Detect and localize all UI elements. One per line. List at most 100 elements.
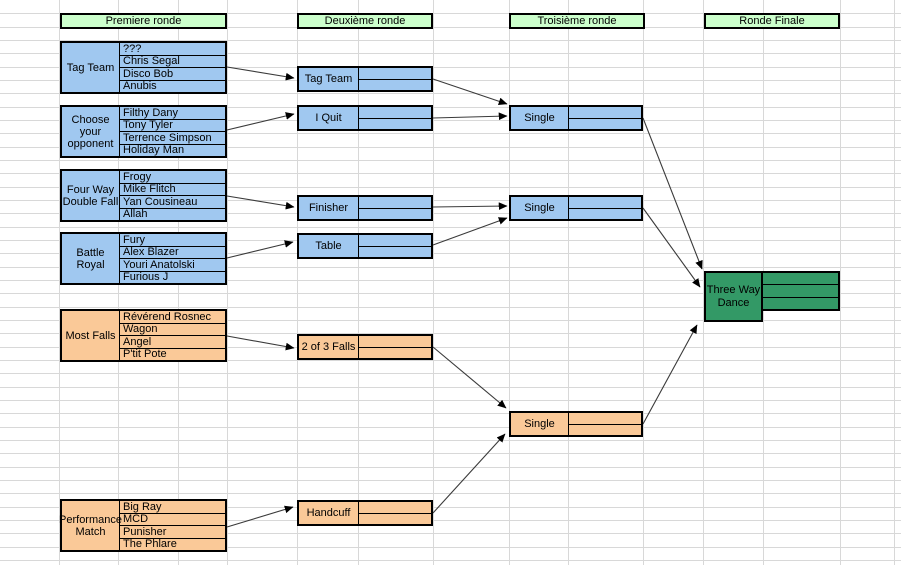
connector-arrow [642,207,701,288]
connector-arrow [226,335,295,351]
participant-cell[interactable]: Furious J [120,270,225,283]
round3-match-single-2[interactable]: Single [509,195,643,221]
header-deuxieme-ronde[interactable]: Deuxième ronde [297,13,433,29]
round1-match-choose-your-opponent[interactable]: Choose your opponent Filthy Dany Tony Ty… [60,105,227,158]
participant-cell[interactable]: Allah [120,207,225,220]
match-type-cell[interactable]: Most Falls [62,311,120,360]
match-type-cell[interactable]: Single [511,197,569,219]
round1-match-four-way-double-fall[interactable]: Four Way Double Fall Frogy Mike Flitch Y… [60,169,227,222]
participant-cell[interactable]: Big Ray [123,501,162,513]
winner-slot-cell[interactable] [763,296,838,309]
winner-slot-cell[interactable] [359,235,431,246]
final-match-three-way-dance[interactable]: Three Way Dance [704,271,763,322]
participant-cell[interactable]: Frogy [123,171,152,183]
round2-match-table[interactable]: Table [297,233,433,259]
participant-cell[interactable]: P'tit Pote [120,347,225,360]
winner-slot-cell[interactable] [359,107,431,118]
participant-cell[interactable]: Youri Anatolski [120,258,225,271]
round3-match-single-3[interactable]: Single [509,411,643,437]
participant-cell[interactable]: Wagon [120,322,225,335]
match-type-cell[interactable]: Tag Team [299,68,359,90]
connector-arrow [432,78,508,106]
winner-slot-cell[interactable] [763,284,838,296]
participant-cell[interactable]: Filthy Dany [123,107,179,119]
participant-cell[interactable]: MCD [120,512,225,525]
match-type-cell[interactable]: I Quit [299,107,359,129]
round2-match-handcuff[interactable]: Handcuff [297,500,433,526]
winner-slot-cell[interactable] [359,207,431,220]
match-type-cell[interactable]: Choose your opponent [62,107,120,156]
match-type-cell[interactable]: Four Way Double Fall [62,171,120,220]
gridline [643,0,644,565]
match-type-cell[interactable]: Finisher [299,197,359,219]
header-ronde-finale[interactable]: Ronde Finale [704,13,840,29]
participant-cell[interactable]: Terrence Simpson [120,131,225,144]
winner-slot-cell[interactable] [569,197,641,208]
round3-match-single-1[interactable]: Single [509,105,643,131]
round1-match-most-falls[interactable]: Most Falls Révérend Rosnec Wagon Angel P… [60,309,227,362]
match-type-cell[interactable]: Handcuff [299,502,359,524]
winner-slot-cell[interactable] [569,207,641,220]
connector-arrow [226,505,294,528]
winner-slot-cell[interactable] [359,346,431,359]
winner-slot-cell[interactable] [569,413,641,424]
participant-cell[interactable]: Disco Bob [120,67,225,80]
winner-slot-cell[interactable] [569,117,641,130]
round1-match-battle-royal[interactable]: Battle Royal Fury Alex Blazer Youri Anat… [60,232,227,285]
connector-arrow [642,324,698,425]
gridline [0,80,901,81]
winner-slot-cell[interactable] [359,78,431,91]
participant-cell[interactable]: Alex Blazer [120,245,225,258]
gridline [358,0,359,565]
round2-match-tag-team[interactable]: Tag Team [297,66,433,92]
winner-slot-cell[interactable] [359,512,431,525]
header-premiere-ronde[interactable]: Premiere ronde [60,13,227,29]
winner-slot-cell[interactable] [359,68,431,79]
round2-match-2-of-3-falls[interactable]: 2 of 3 Falls [297,334,433,360]
gridline [0,187,901,188]
gridline [227,0,228,565]
round1-match-performance-match[interactable]: Performance Match Big Ray MCD Punisher T… [59,499,227,552]
participant-cell[interactable]: Mike Flitch [120,182,225,195]
participant-cell[interactable]: Fury [123,234,145,246]
match-type-cell[interactable]: Single [511,107,569,129]
participant-cell[interactable]: Punisher [120,525,225,538]
header-troisieme-ronde[interactable]: Troisième ronde [509,13,645,29]
header-label: Premiere ronde [105,15,182,27]
winner-slot-cell[interactable] [359,117,431,130]
match-type-cell[interactable]: 2 of 3 Falls [299,336,359,358]
connector-arrow [226,112,295,131]
gridline [0,347,901,348]
round1-match-tag-team[interactable]: Tag Team ??? Chris Segal Disco Bob Anubi… [60,41,227,94]
participant-cell[interactable]: Tony Tyler [120,118,225,131]
participant-cell[interactable]: Révérend Rosnec [123,311,212,323]
round2-match-finisher[interactable]: Finisher [297,195,433,221]
participant-cell[interactable]: Yan Cousineau [120,195,225,208]
final-winner-slots[interactable] [762,271,840,311]
participant-cell[interactable]: Angel [120,335,225,348]
winner-slot-cell[interactable] [359,197,431,208]
winner-slot-cell[interactable] [359,502,431,513]
winner-slot-cell[interactable] [569,107,641,118]
participant-cell[interactable]: Chris Segal [120,54,225,67]
participant-cell[interactable]: Holiday Man [120,143,225,156]
winner-slot-cell[interactable] [763,273,838,284]
gridline [0,107,901,108]
participant-cell[interactable]: ??? [123,43,142,55]
gridline [0,200,901,201]
gridline [0,307,901,308]
connector-arrow [226,240,294,259]
match-type-cell[interactable]: Performance Match [59,501,122,550]
match-type-cell[interactable]: Table [299,235,359,257]
match-type-cell[interactable]: Single [511,413,569,435]
winner-slot-cell[interactable] [569,423,641,436]
gridline [59,0,60,565]
participant-cell[interactable]: The Phlare [120,537,225,550]
winner-slot-cell[interactable] [359,245,431,258]
match-type-cell[interactable]: Tag Team [62,43,120,92]
gridline [0,120,901,121]
participant-cell[interactable]: Anubis [120,79,225,92]
winner-slot-cell[interactable] [359,336,431,347]
match-type-cell[interactable]: Battle Royal [62,234,120,283]
round2-match-i-quit[interactable]: I Quit [297,105,433,131]
